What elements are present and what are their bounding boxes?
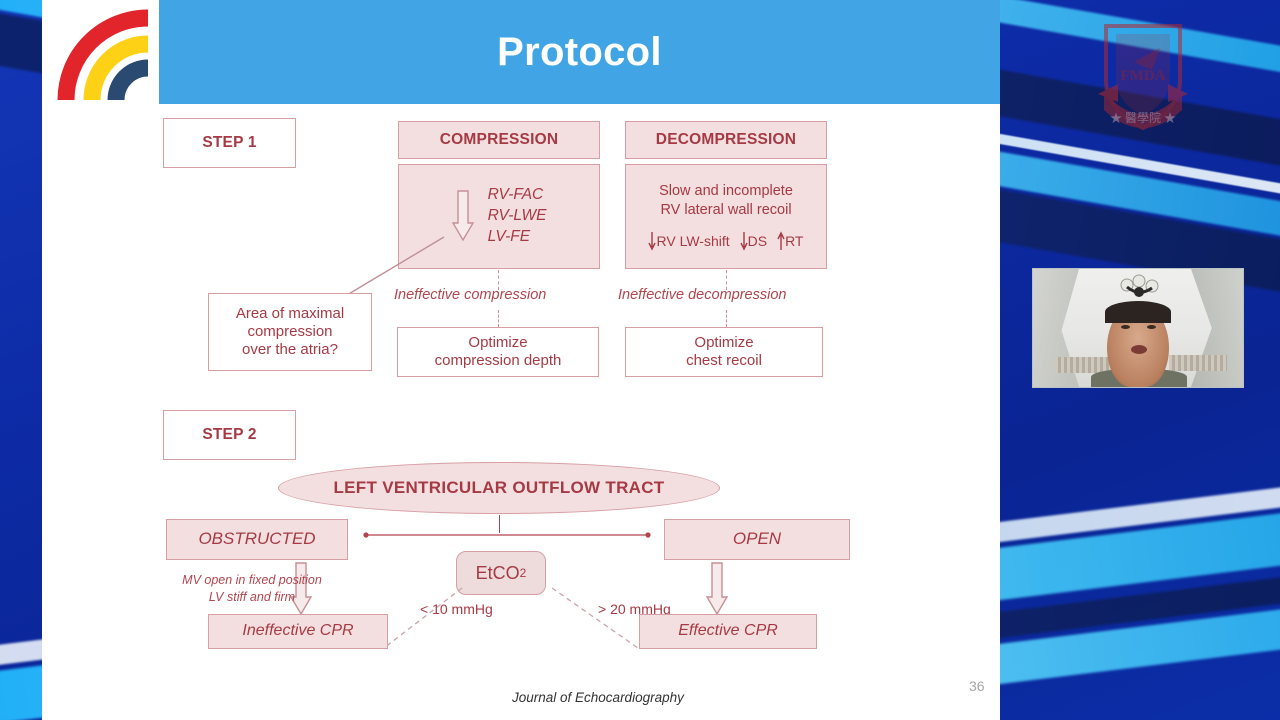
open-down-block-arrow-icon: [705, 561, 729, 617]
decompression-body-box: Slow and incomplete RV lateral wall reco…: [625, 164, 827, 269]
mv-note: MV open in fixed position LV stiff and f…: [182, 573, 322, 604]
indicator-rt: RT: [777, 231, 804, 251]
step1-diagonal-connector: [336, 236, 445, 302]
webcam-mouth: [1131, 345, 1147, 354]
down-arrow-icon: [739, 231, 748, 251]
indicator-rv-lw-shift: RV LW-shift: [648, 231, 730, 251]
indicator-ds: DS: [739, 231, 767, 251]
slide-page-number: 36: [969, 678, 985, 694]
compression-body-box: RV-FAC RV-LWE LV-FE: [398, 164, 600, 269]
open-box: OPEN: [664, 519, 850, 560]
svg-text:★ 醫學院 ★: ★ 醫學院 ★: [1110, 111, 1176, 125]
step-1-label-box: STEP 1: [163, 118, 296, 168]
compression-metrics: RV-FAC RV-LWE LV-FE: [487, 186, 547, 245]
webcam-bedding: [1055, 357, 1117, 373]
etco2-dashed-connectors: [383, 587, 639, 649]
source-citation: Journal of Echocardiography: [512, 690, 684, 705]
webcam-bedding: [1169, 355, 1227, 371]
decompression-indicators: RV LW-shift DS RT: [648, 231, 804, 251]
decompression-body-text: Slow and incomplete RV lateral wall reco…: [659, 182, 793, 218]
svg-text:FMDA: FMDA: [1121, 68, 1166, 84]
ineffective-decompression-label: Ineffective decompression: [618, 287, 787, 303]
participant-webcam-tile[interactable]: [1032, 268, 1244, 388]
university-crest-icon: FMDA ★ 醫學院 ★: [1088, 18, 1198, 138]
optimize-chest-recoil-box: Optimize chest recoil: [625, 327, 823, 377]
down-block-arrow-icon: [451, 189, 474, 243]
etco2-high-threshold: > 20 mmHg: [598, 601, 671, 617]
page-title: Protocol: [497, 29, 662, 74]
compression-header-box: COMPRESSION: [398, 121, 600, 159]
optimize-compression-depth-box: Optimize compression depth: [397, 327, 599, 377]
down-arrow-icon: [648, 231, 657, 251]
obstructed-box: OBSTRUCTED: [166, 519, 348, 560]
compression-connector-lower: [498, 310, 499, 327]
webcam-eye: [1121, 325, 1130, 329]
etco2-low-threshold: < 10 mmHg: [420, 601, 493, 617]
slide-canvas: Protocol STEP 1 COMPRESSION: [42, 0, 1000, 720]
lvot-stem: [499, 515, 500, 533]
webcam-hair: [1105, 301, 1171, 323]
lvot-split-connector: [363, 532, 651, 538]
effective-cpr-box: Effective CPR: [639, 614, 817, 649]
area-of-maximal-compression-box: Area of maximal compression over the atr…: [208, 293, 372, 371]
slide-title-banner: Protocol: [159, 0, 1000, 104]
ineffective-compression-label: Ineffective compression: [394, 287, 547, 303]
up-arrow-icon: [777, 231, 785, 251]
obstructed-down-block-arrow-icon: [289, 561, 313, 617]
protocol-flow-diagram: STEP 1 COMPRESSION RV-FAC RV-LWE: [42, 104, 1000, 720]
decompression-header-box: DECOMPRESSION: [625, 121, 827, 159]
lvot-oval: LEFT VENTRICULAR OUTFLOW TRACT: [278, 462, 720, 514]
ceiling-lamp-icon: [1117, 274, 1161, 303]
ineffective-cpr-box: Ineffective CPR: [208, 614, 388, 649]
step-2-label-box: STEP 2: [163, 410, 296, 460]
decompression-connector-upper: [726, 270, 727, 290]
compression-connector-upper: [498, 270, 499, 290]
decompression-connector-lower: [726, 310, 727, 327]
rainbow-arc-logo-icon: [52, 4, 164, 104]
webcam-eye: [1147, 325, 1156, 329]
